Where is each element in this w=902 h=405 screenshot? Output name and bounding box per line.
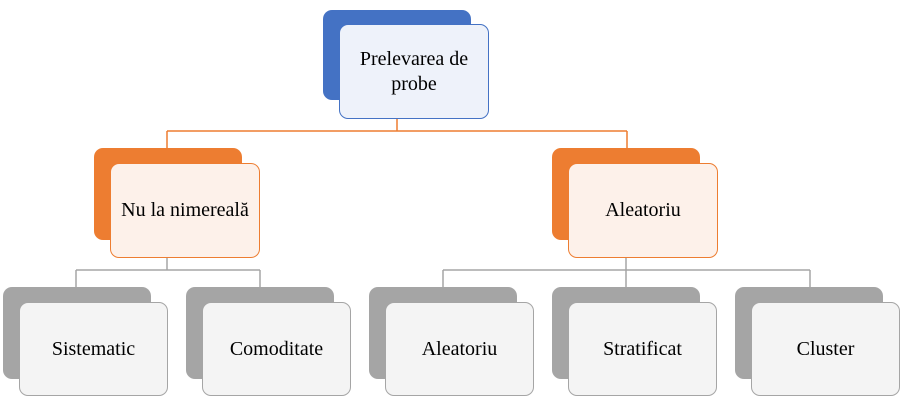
leaf-comoditate-box: Comoditate <box>202 302 351 396</box>
branch-right-label: Aleatoriu <box>605 199 681 221</box>
leaf-comoditate-label: Comoditate <box>229 337 324 360</box>
leaf-sistematic-label: Sistematic <box>51 337 136 360</box>
leaf-stratificat-label: Stratificat <box>603 337 682 360</box>
leaf-cluster-box: Cluster <box>751 302 900 396</box>
leaf-aleatoriu-box: Aleatoriu <box>385 302 534 396</box>
leaf-sistematic-box: Sistematic <box>19 302 168 396</box>
branch-left-box: Nu la nimereală <box>110 163 260 258</box>
leaf-stratificat-box: Stratificat <box>568 302 717 396</box>
connector-branch-left-to-leaves <box>75 258 261 287</box>
leaf-aleatoriu-label: Aleatoriu <box>421 337 498 360</box>
branch-right-box: Aleatoriu <box>568 163 718 258</box>
leaf-cluster-label: Cluster <box>796 337 855 360</box>
root-node-box: Prelevarea de probe <box>339 24 489 119</box>
connector-root-to-branches <box>166 118 628 148</box>
connector-branch-right-to-leaves <box>442 258 811 287</box>
branch-left-label: Nu la nimereală <box>121 199 249 221</box>
root-node-label: Prelevarea de probe <box>359 47 469 95</box>
